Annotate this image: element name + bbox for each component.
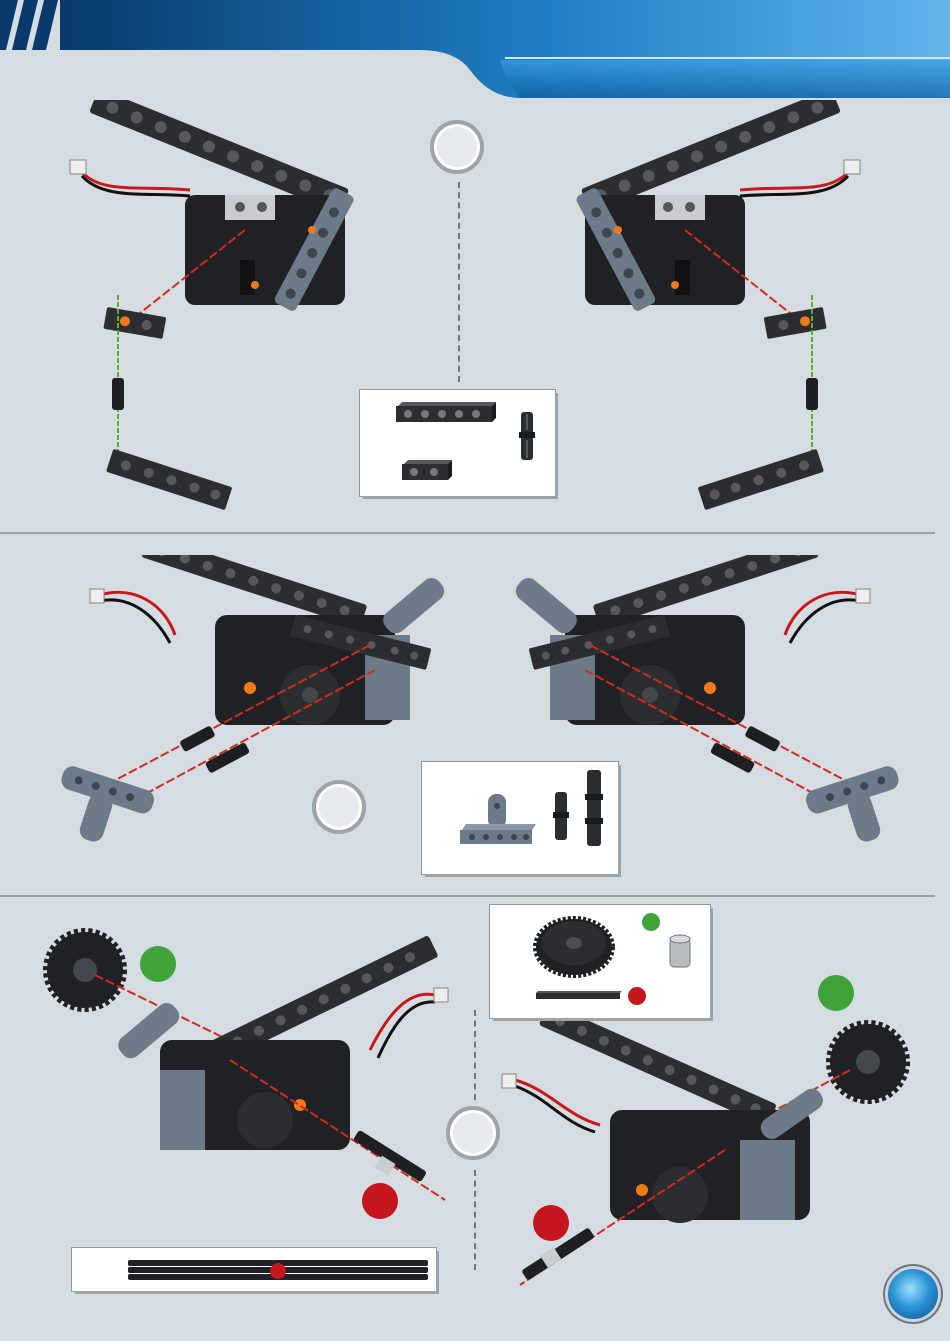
parts-list-box-3 [490,905,710,1018]
gear-icon [47,932,123,1008]
pin-icon [584,768,604,848]
parts-list-box-1 [360,390,555,496]
center-dashed-line-3 [474,1010,476,1100]
step-indicator-1 [430,120,484,174]
motor-assembly-icon [40,920,460,1220]
section-divider-2 [0,895,935,897]
section-divider-1 [0,532,935,534]
beam-icon [394,398,498,426]
red-marker [270,1263,286,1279]
gear-icon [830,1024,906,1100]
parts-list-box-2 [422,762,618,874]
bushing-icon [666,933,694,969]
beam-icon [400,456,454,484]
green-marker [642,913,660,931]
motor-assembly-icon [490,1010,920,1300]
red-marker [628,987,646,1005]
motor-assembly-icon [60,100,380,530]
center-dashed-line-1 [458,182,460,382]
pin-icon [552,790,570,842]
center-dashed-line-3b [474,1170,476,1270]
motor-assembly-icon [550,100,870,530]
axle-length-box [72,1248,436,1291]
green-marker [818,975,854,1011]
page-number-badge [888,1269,938,1319]
gear-icon [532,911,616,981]
header-banner [0,0,950,100]
motor-assembly-icon [55,555,455,855]
pin-icon [518,410,536,462]
t-beam-icon [458,792,538,852]
axle-icon [534,989,624,1001]
